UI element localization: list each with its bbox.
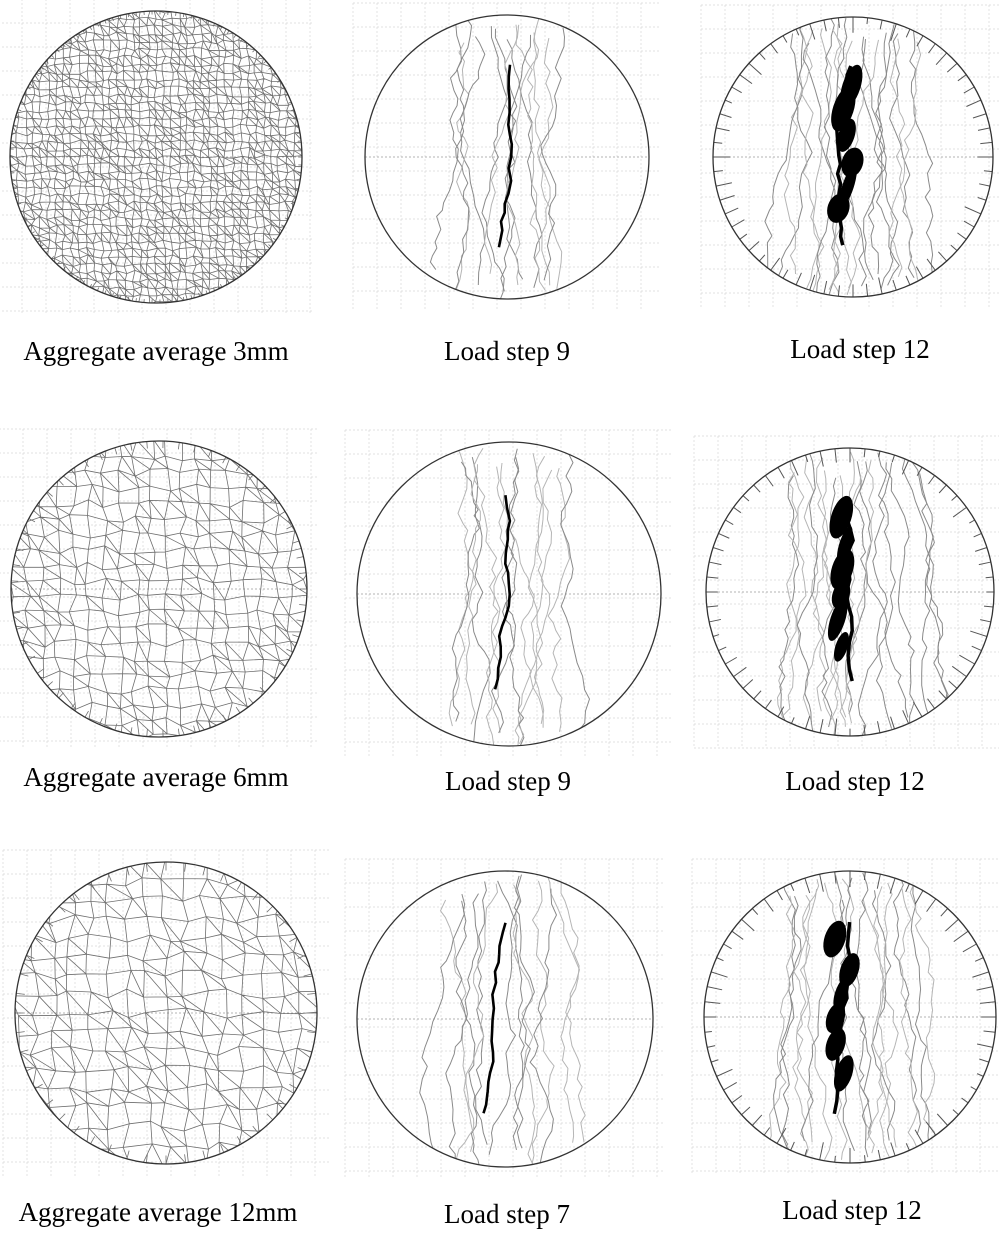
crack-pattern bbox=[778, 449, 951, 741]
crack-pattern bbox=[449, 445, 589, 747]
main-crack bbox=[484, 923, 506, 1113]
mesh-panel-6 bbox=[3, 850, 329, 1176]
crack-pattern bbox=[430, 18, 564, 306]
mesh-panel-0 bbox=[0, 0, 314, 315]
crack-panel-8 bbox=[692, 859, 999, 1175]
caption-load-step: Load step 12 bbox=[782, 1197, 921, 1224]
caption-mesh-12mm: Aggregate average 12mm bbox=[19, 1199, 298, 1226]
crack-pattern bbox=[420, 872, 586, 1168]
caption-load-step: Load step 12 bbox=[790, 336, 929, 363]
crack-pattern bbox=[763, 18, 933, 297]
caption-load-step: Load step 12 bbox=[785, 768, 924, 795]
aggregate-mesh bbox=[8, 438, 312, 742]
mesh-panel-3 bbox=[0, 429, 319, 749]
caption-load-step: Load step 9 bbox=[444, 338, 570, 365]
crack-panel-1 bbox=[353, 3, 661, 311]
caption-mesh-6mm: Aggregate average 6mm bbox=[23, 764, 288, 791]
caption-mesh-3mm: Aggregate average 3mm bbox=[23, 338, 288, 365]
crack-panel-2 bbox=[701, 5, 999, 309]
caption-load-step: Load step 9 bbox=[445, 768, 571, 795]
caption-load-step: Load step 7 bbox=[444, 1201, 570, 1228]
crack-panel-4 bbox=[345, 430, 673, 758]
crack-panel-7 bbox=[345, 859, 665, 1179]
crack-panel-5 bbox=[694, 436, 999, 748]
aggregate-mesh bbox=[10, 858, 322, 1169]
